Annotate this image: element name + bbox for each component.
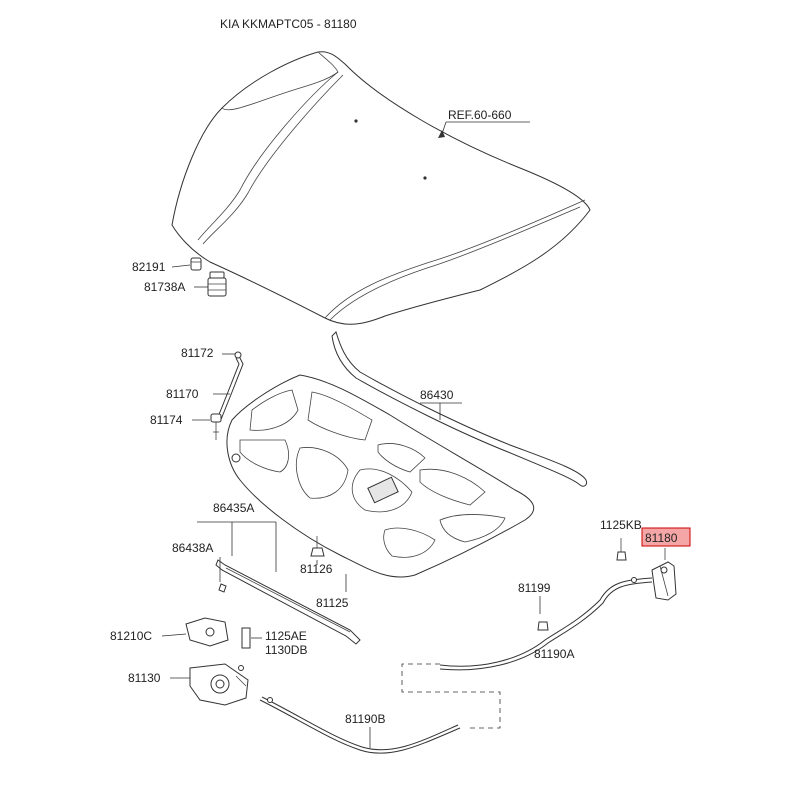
part-86438A-clip: [218, 583, 227, 593]
part-82191-bumper: [190, 257, 202, 271]
label-81170: 81170: [166, 387, 199, 401]
part-81738A-stopper: [207, 271, 227, 297]
label-82191: 82191: [132, 260, 166, 274]
part-81130-hood-latch: [189, 663, 249, 706]
label-81125: 81125: [316, 596, 349, 610]
part-81210C-latch-bracket: [185, 617, 251, 649]
cable-routing-dashed: [401, 663, 501, 729]
label-86435A: 86435A: [213, 501, 254, 515]
label-81199: 81199: [518, 581, 551, 595]
hood-panel: [171, 51, 591, 325]
diagram-title: KIA KKMAPTC05 - 81180: [220, 17, 357, 31]
label-86438A: 86438A: [172, 541, 213, 555]
label-81190A: 81190A: [534, 647, 574, 661]
label-81210C: 81210C: [110, 629, 152, 643]
pad-label-plate: [367, 476, 399, 504]
part-81190A-release-cable: [439, 577, 653, 671]
label-81180[interactable]: 81180: [645, 531, 678, 545]
label-81738A: 81738A: [144, 280, 185, 294]
ref-label: REF.60-660: [448, 108, 512, 122]
label-81172: 81172: [181, 346, 214, 360]
hood-insulator-pad: [226, 374, 535, 578]
label-1125AE: 1125AE: [265, 629, 307, 643]
ref-arrow-icon: [438, 130, 445, 138]
pad-clip-hole: [231, 453, 241, 463]
label-81126: 81126: [300, 562, 333, 576]
part-81190B-cable: [259, 696, 461, 754]
part-81170-hood-stay: [215, 351, 244, 423]
hood-hole-dot: [423, 176, 427, 180]
hood-hole-dot: [354, 119, 358, 123]
part-86430-weatherstrip: [331, 331, 587, 487]
label-81130: 81130: [128, 671, 161, 685]
label-81174: 81174: [150, 413, 183, 427]
label-1125KB: 1125KB: [600, 518, 642, 532]
part-1125KB-bolt: [616, 538, 627, 561]
label-81190B: 81190B: [345, 712, 385, 726]
label-1130DB: 1130DB: [265, 643, 307, 657]
part-81180-latch-release: [651, 548, 677, 601]
label-86430: 86430: [420, 388, 454, 402]
part-86435A-seal-strip: [215, 559, 361, 645]
part-81174-grommet: [210, 413, 222, 440]
highlight-box-81180[interactable]: [641, 527, 691, 547]
part-81126-clip: [310, 536, 325, 557]
